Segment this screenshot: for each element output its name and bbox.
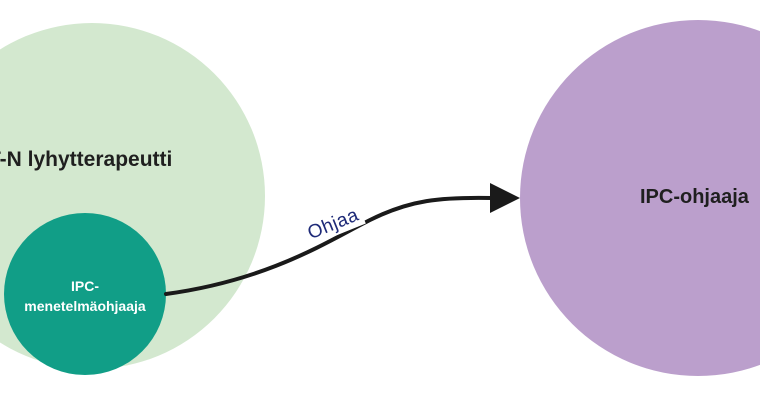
node-menetelmaohjaaja-label-line1: IPC- bbox=[71, 278, 99, 294]
node-lyhytterapeutti-label: T-N lyhytterapeutti bbox=[0, 148, 173, 171]
edge-ohjaa-arrowhead bbox=[490, 183, 520, 213]
node-ohjaaja-label: IPC-ohjaaja bbox=[640, 186, 749, 208]
node-ohjaaja-circle bbox=[520, 20, 760, 376]
node-menetelmaohjaaja-label: IPC- menetelmäohjaaja bbox=[4, 276, 166, 316]
node-menetelmaohjaaja-label-line2: menetelmäohjaaja bbox=[24, 298, 146, 314]
node-menetelmaohjaaja-circle bbox=[4, 213, 166, 375]
